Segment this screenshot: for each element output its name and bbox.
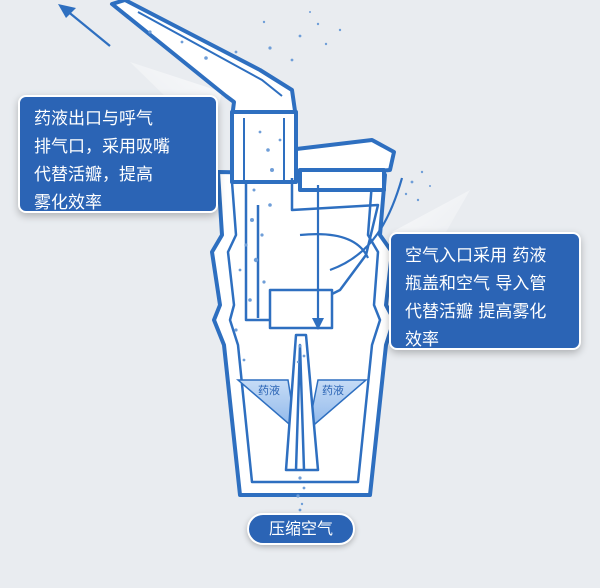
outlet-tube — [110, 0, 298, 184]
inner-chamber — [244, 178, 380, 330]
body-inner-outline — [226, 181, 382, 484]
air-inlet-callout: 空气入口采用 药液 瓶盖和空气 导入管 代替活瓣 提高雾化 效率 — [389, 232, 581, 350]
compressed-air-label: 压缩空气 — [247, 513, 355, 545]
outlet-inner — [137, 11, 285, 182]
airflow-arrows — [65, 9, 404, 320]
liquid-label-right: 药液 — [322, 383, 344, 397]
liquid-label-left: 药液 — [258, 383, 280, 397]
medicine-liquid — [235, 379, 369, 432]
mist-particles — [148, 11, 431, 512]
outlet-callout: 药液出口与呼气 排气口，采用吸嘴 代替活瓣，提高 雾化效率 — [18, 95, 218, 213]
bottle-cap — [286, 138, 396, 192]
arrow-heads — [58, 4, 324, 330]
